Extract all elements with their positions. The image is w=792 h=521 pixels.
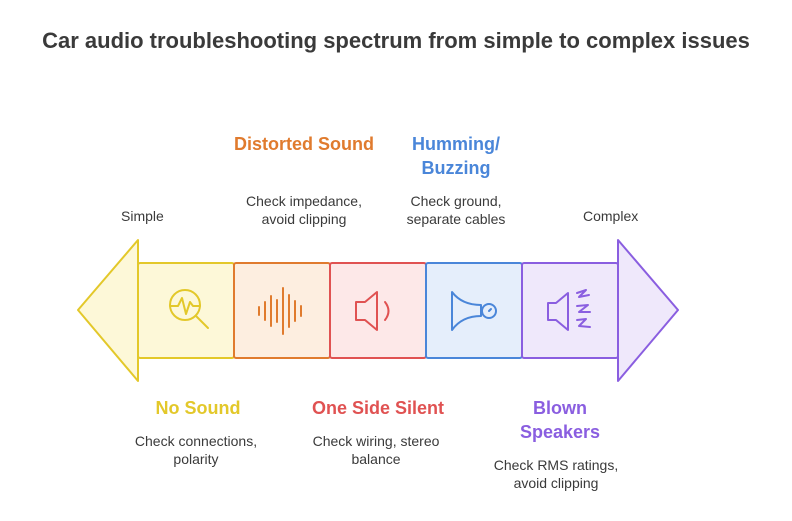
- right-arrowhead: [617, 239, 679, 382]
- heading-humming-buzzing: Humming/ Buzzing: [412, 134, 500, 178]
- heading-distorted-sound: Distorted Sound: [234, 134, 374, 154]
- segment-humming-buzzing: [425, 262, 523, 359]
- sound-wave-icon: [258, 287, 302, 335]
- desc-blown-speakers: Check RMS ratings, avoid clipping: [493, 457, 619, 491]
- horn-icon: [451, 291, 497, 331]
- desc-no-sound: Check connections, polarity: [134, 433, 258, 467]
- desc-humming-buzzing: Check ground, separate cables: [406, 193, 506, 227]
- left-arrowhead: [77, 239, 139, 382]
- heading-no-sound: No Sound: [155, 398, 241, 418]
- heading-blown-speakers: Blown Speakers: [519, 398, 601, 442]
- desc-distorted-sound: Check impedance, avoid clipping: [246, 193, 362, 227]
- page-title: Car audio troubleshooting spectrum from …: [42, 28, 750, 53]
- desc-one-side-silent: Check wiring, stereo balance: [312, 433, 440, 467]
- simple-label: Simple: [121, 208, 164, 224]
- speaker-lightning-icon: [547, 289, 591, 331]
- magnifier-waveform-icon: [169, 289, 209, 329]
- segment-blown-speakers: [521, 262, 619, 359]
- complex-label: Complex: [583, 208, 639, 224]
- heading-one-side-silent: One Side Silent: [311, 398, 445, 418]
- speaker-icon: [355, 291, 390, 331]
